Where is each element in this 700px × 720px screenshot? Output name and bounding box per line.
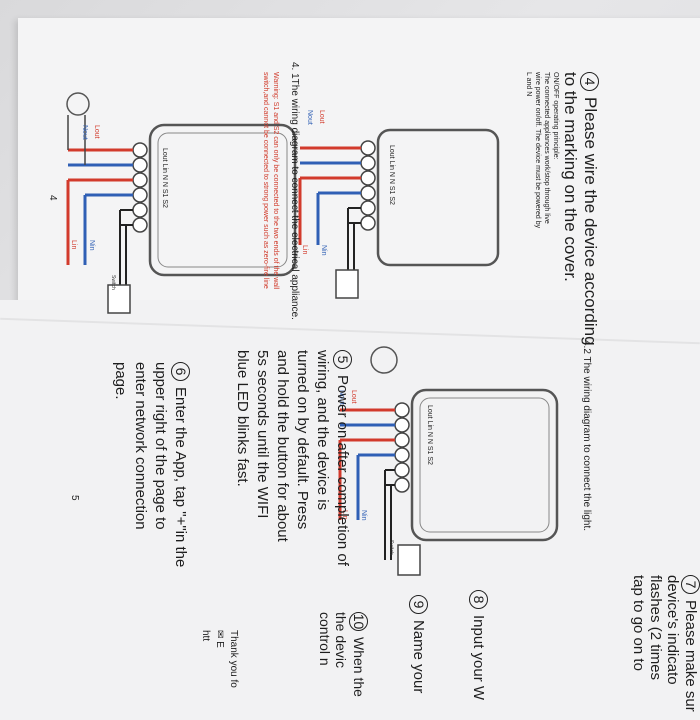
step6-line3: enter network connection (132, 362, 149, 530)
label-switch-light: Switch (388, 540, 394, 555)
label-lout: Lout (93, 125, 100, 139)
step7-line2: device's indicato (664, 575, 681, 685)
step5-line3: turned on by default. Press (294, 350, 311, 530)
step10-line1: When the (351, 637, 367, 697)
principle-text2: wire power on/off. The device must be po… (534, 72, 541, 229)
thanks-text: Thank you fo (228, 630, 239, 688)
label-nout-light: Nout (338, 390, 345, 405)
step10-number: 10 (349, 612, 368, 631)
step7-line1: Please make sur (682, 600, 699, 712)
label-lin-light: Lin (341, 510, 348, 519)
principle-title: ON/OFF operating principle: (552, 72, 559, 160)
step5-line5: 5s seconds until the WIFI (254, 350, 271, 519)
step8-number: 8 (469, 590, 488, 609)
warning-line2: switch,and cannot be connected to strong… (262, 72, 269, 289)
wiring-diagrams: Lout Lin N N S1 S2 Lout Lin N N S1 S2 Lout… (66, 92, 559, 576)
diagram-appliance (66, 92, 297, 314)
step5-number: 5 (333, 350, 352, 369)
step10-line3: control n (317, 612, 333, 666)
page-number-left: 4 (47, 195, 58, 201)
warning-line1: Warning: S1 and S2 can only be connected… (272, 72, 279, 290)
step4-number: 4 (580, 72, 599, 91)
email-fragment: ✉ E (214, 630, 225, 648)
step6-line1: Enter the App, tap "+"in the (172, 387, 189, 568)
step4-line2: to the marking on the cover. (561, 72, 580, 282)
step8-block: 8Input your W (469, 590, 488, 700)
wire-lin (66, 178, 133, 265)
step4-block: 4Please wire the device according to the… (524, 72, 600, 346)
step6-block: 6Enter the App, tap "+"in the upper righ… (110, 362, 190, 567)
step10-line2: the devic (333, 612, 349, 669)
step9-line: Name your (410, 620, 427, 694)
wire-nin (83, 193, 133, 265)
fan-icon (66, 92, 90, 116)
label-lout-top: Lout (318, 110, 325, 124)
step5-line6: blue LED blinks fast. (234, 350, 251, 487)
terminal-labels-light: Lout Lin N N S1 S2 (426, 405, 433, 465)
step5-block: 5Power on after completion of wiring, an… (232, 350, 352, 566)
terminal-block (132, 142, 148, 233)
step5-line1: Power on after completion of (334, 375, 351, 566)
step6-number: 6 (171, 362, 190, 381)
terminal-labels-appliance: Lout Lin N N S1 S2 (161, 148, 168, 208)
label-nin-top: Nin (320, 245, 327, 256)
label-nout: Nout (81, 125, 88, 140)
step5-line2: wiring, and the device is (314, 350, 331, 511)
diagram-appliance-top (298, 128, 500, 299)
step6-line2: upper right of the page to (152, 362, 169, 530)
step9-number: 9 (409, 595, 428, 614)
manual-lower-page (0, 300, 700, 720)
terminal-labels-top: Lout Lin N N S1 S2 (388, 145, 395, 205)
principle-text3: L and N (525, 72, 532, 97)
diagram-title-4-2: 4.2 The wiring diagram to connect the li… (581, 340, 592, 532)
label-nin-light: Nin (360, 510, 367, 521)
step6-line4: page. (112, 362, 129, 400)
thanks-block: Thank you fo ✉ E htt (198, 630, 240, 688)
label-switch: Switch (110, 275, 116, 290)
diagram-light (338, 346, 559, 576)
wire-switch (119, 209, 133, 285)
step4-line1: Please wire the device according (581, 97, 600, 346)
step10-block: 10When the the devic control n (317, 612, 368, 697)
step7-block: 7Please make sur device's indicato flash… (630, 575, 700, 712)
step7-line3: flashes (2 times (647, 575, 664, 681)
url-fragment: htt (200, 630, 211, 642)
label-nin: Nin (88, 240, 95, 251)
step5-line4: and hold the button for about (274, 350, 291, 542)
step7-line4: tap to go on to (630, 575, 647, 671)
label-lin: Lin (70, 240, 77, 249)
step9-block: 9Name your (409, 595, 428, 693)
photo-scene: Lout Lin N N S1 S2 Lout Lin N N S1 S2 Lout… (0, 18, 700, 720)
wall-switch-icon (107, 284, 131, 314)
label-lin-top: Lin (301, 245, 308, 254)
step8-line: Input your W (470, 615, 487, 701)
light-bulb-icon (370, 346, 398, 374)
diagram-title-4-1: 4. 1The wiring diagram to connect the el… (289, 62, 300, 320)
principle-text1: The connected appliances work/stop throu… (543, 72, 550, 224)
page-number-right: 5 (69, 495, 80, 501)
device-box (148, 123, 297, 277)
label-lout-light: Lout (350, 390, 357, 404)
label-nout-top: Nout (306, 110, 313, 125)
step7-number: 7 (681, 575, 700, 594)
